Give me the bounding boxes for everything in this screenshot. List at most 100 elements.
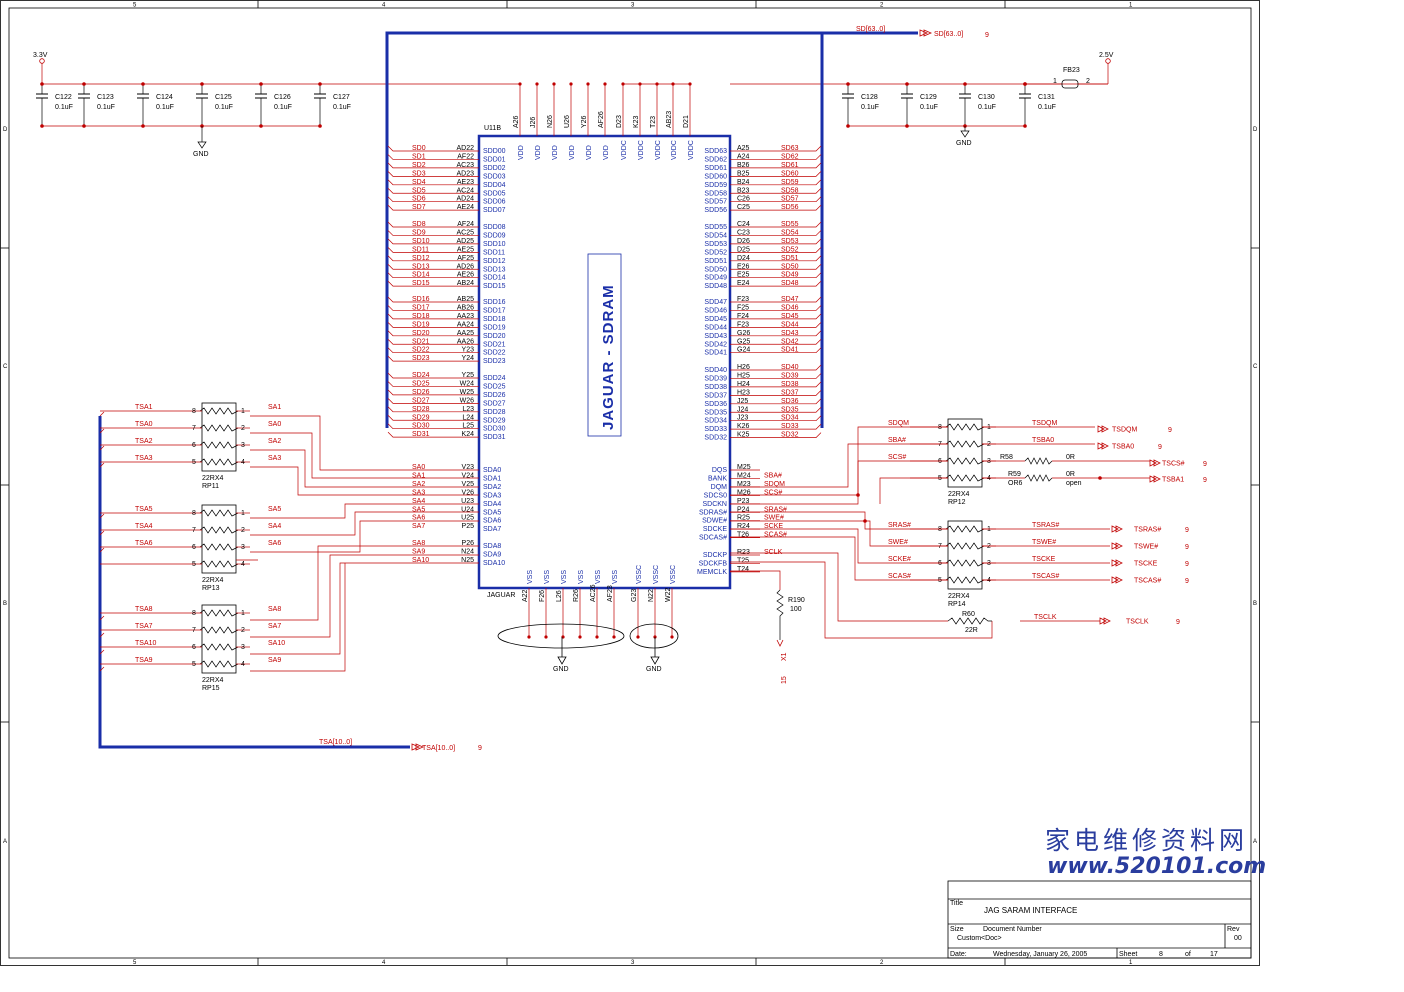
c3v3-cap-ref: C122 [55, 94, 72, 101]
chip-right-net: SD47 [781, 296, 799, 303]
rpack-pin-left: 5 [938, 475, 942, 482]
r58-value: 0R [1066, 454, 1075, 461]
chip-left-pin-name: SDD08 [483, 224, 506, 231]
chip-right-pin-name: SDD48 [704, 283, 727, 290]
chip-left-net: SA6 [412, 515, 425, 522]
tsa-bus-port[interactable]: TSA[10..0] TSA[10..0] 9 [319, 739, 482, 752]
c2v5-cap-ref: C130 [978, 94, 995, 101]
r190-resistor[interactable]: R190 100 X1 15 [776, 589, 805, 684]
rpack-net-left: TSA8 [135, 606, 153, 613]
chip-left-pin-name: SDD03 [483, 173, 506, 180]
chip-left-pin-number: N24 [461, 548, 474, 555]
chip-right-net: SD62 [781, 153, 799, 160]
rpack-pin-left: 5 [938, 577, 942, 584]
rpack-ref: RP11 [202, 483, 219, 490]
chip-left-net: SA9 [412, 548, 425, 555]
off-sheet-port[interactable]: TSCS#9 [1149, 459, 1207, 468]
chip-right-pin-name: SDD51 [704, 258, 727, 265]
chip-left-net: SD31 [412, 431, 430, 438]
chip-right-pins: SD63A25SDD63SD62A24SDD62SD61B26SDD61SD60… [697, 145, 822, 576]
jaguar-chip[interactable]: U11B JAGUAR JAGUAR - SDRAM [477, 125, 732, 599]
off-sheet-port[interactable]: TSRAS#9 [1111, 525, 1189, 534]
chip-power-pin-name: VDDC [671, 140, 678, 160]
chip-power-pin-number: D23 [616, 115, 623, 128]
chip-right-pin-number: H26 [737, 364, 750, 371]
rpack-net-right: SA2 [268, 438, 281, 445]
chip-right-pin-number: T24 [737, 566, 749, 573]
rpack-ref: RP12 [948, 499, 966, 506]
rev-value: 00 [1234, 935, 1242, 942]
x1-sheet-ref: 15 [781, 676, 788, 684]
chip-power-pin-name: VDD [535, 145, 542, 160]
chip-right-pin-number: H24 [737, 381, 750, 388]
chip-left-pin-name: SDD11 [483, 249, 505, 256]
chip-right-pin-name: SDD34 [704, 418, 727, 425]
chip-left-pin-number: AE25 [457, 246, 474, 253]
rpack-net-right: SA6 [268, 540, 281, 547]
chip-right-pin-name: SDD47 [704, 299, 727, 306]
chip-left-pin-number: K24 [462, 431, 475, 438]
rpack-ref: RP13 [202, 585, 220, 592]
chip-left-net: SD28 [412, 406, 430, 413]
chip-left-net: SA1 [412, 472, 425, 479]
off-sheet-port[interactable]: TSCAS#9 [1111, 576, 1189, 585]
r60-resistor[interactable]: R60 22R TSCLK [947, 611, 1057, 634]
frame-column-top: 3 [631, 3, 635, 9]
chip-left-pin-name: SDA8 [483, 543, 501, 550]
watermark-url: www.520101.com [1047, 854, 1266, 879]
chip-left-net: SD7 [412, 204, 426, 211]
r58-resistor[interactable]: R58 0R [1000, 454, 1075, 465]
off-sheet-port-label: TSRAS# [1134, 527, 1161, 534]
c2v5-cap-ref: C129 [920, 94, 937, 101]
sd-bus-port[interactable]: SD[63..0] SD[63..0] 9 [856, 26, 989, 39]
chip-left-net: SD18 [412, 313, 430, 320]
chip-right-net: SBA# [764, 472, 782, 479]
chip-left-pin-name: SDA3 [483, 492, 501, 499]
chip-right-pin-number: J25 [737, 398, 748, 405]
chip-left-net: SA2 [412, 481, 425, 488]
off-sheet-port[interactable]: TSWE#9 [1111, 542, 1189, 551]
rpack-value: 22RX4 [202, 577, 224, 584]
chip-right-net: SCS# [764, 489, 782, 496]
sheet-label: Sheet [1119, 951, 1137, 958]
r59-resistor[interactable]: R59 OR6 0R open [1008, 471, 1082, 487]
chip-power-pin-number: T23 [650, 116, 657, 128]
c3v3-cap-ref: C124 [156, 94, 173, 101]
chip-ground-pin-number: F26 [539, 590, 546, 602]
rpack-net-left: SCKE# [888, 556, 911, 563]
r59-value-alt: open [1066, 480, 1082, 487]
r190-ref: R190 [788, 597, 805, 604]
chip-label: JAGUAR - SDRAM [600, 284, 617, 430]
chip-left-pin-number: AF24 [457, 221, 474, 228]
off-sheet-port-sheet: 9 [1185, 561, 1189, 568]
chip-left-pin-number: AB25 [457, 296, 474, 303]
